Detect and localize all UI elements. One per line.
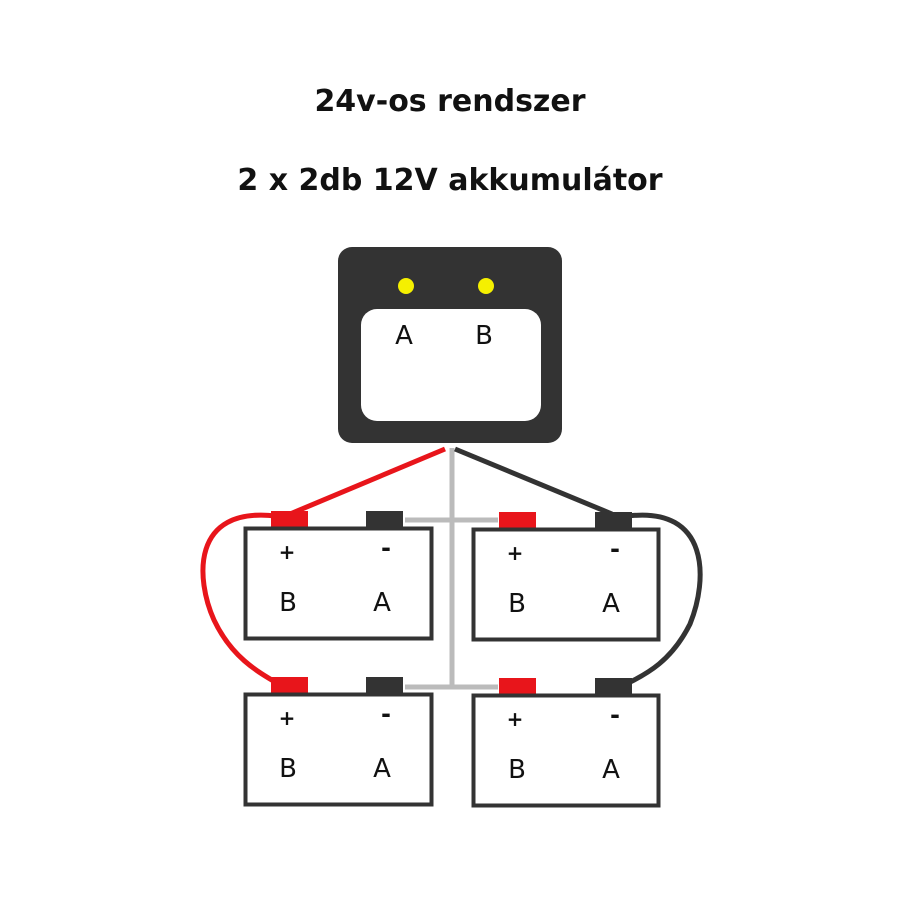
battery-body [471, 527, 661, 642]
battery-body [471, 693, 661, 808]
battery-top-left: + - B A [243, 511, 434, 641]
negative-terminal [366, 511, 403, 528]
battery-balancer: A B [338, 247, 562, 443]
balancer-panel [361, 309, 541, 421]
minus-sign: - [381, 534, 391, 562]
indicator-led-a [398, 278, 414, 294]
indicator-led-b [478, 278, 494, 294]
plus-sign: + [507, 541, 524, 565]
positive-terminal [271, 511, 308, 528]
negative-wire-balancer [454, 446, 613, 517]
battery-bottom-left: + - B A [243, 677, 434, 807]
positive-terminal [499, 512, 536, 529]
battery-body [243, 526, 434, 641]
positive-terminal [499, 678, 536, 695]
diagram-title: 24v-os rendszer [314, 84, 586, 119]
minus-sign: - [610, 535, 620, 563]
negative-terminal [366, 677, 403, 694]
wires [200, 446, 703, 690]
battery-bottom-right: + - B A [471, 678, 661, 808]
positive-wire-loop [200, 512, 284, 689]
balancer-label-a: A [395, 321, 413, 351]
negative-terminal [595, 512, 632, 529]
positive-wire-balancer [289, 446, 446, 517]
balancer-label-b: B [475, 321, 493, 351]
negative-terminal [595, 678, 632, 695]
plus-sign: + [279, 540, 296, 564]
minus-sign: - [610, 701, 620, 729]
battery-top-right: + - B A [471, 512, 661, 642]
positive-terminal [271, 677, 308, 694]
plus-sign: + [507, 707, 524, 731]
battery-label-b: B [508, 755, 526, 785]
battery-label-b: B [279, 754, 297, 784]
battery-label-b: B [508, 589, 526, 619]
battery-label-b: B [279, 588, 297, 618]
battery-body [243, 692, 434, 807]
plus-sign: + [279, 706, 296, 730]
battery-label-a: A [602, 755, 620, 785]
negative-wire-loop [620, 512, 703, 689]
minus-sign: - [381, 700, 391, 728]
diagram-subtitle: 2 x 2db 12V akkumulátor [237, 163, 663, 198]
battery-label-a: A [373, 588, 391, 618]
battery-label-a: A [602, 589, 620, 619]
battery-label-a: A [373, 754, 391, 784]
